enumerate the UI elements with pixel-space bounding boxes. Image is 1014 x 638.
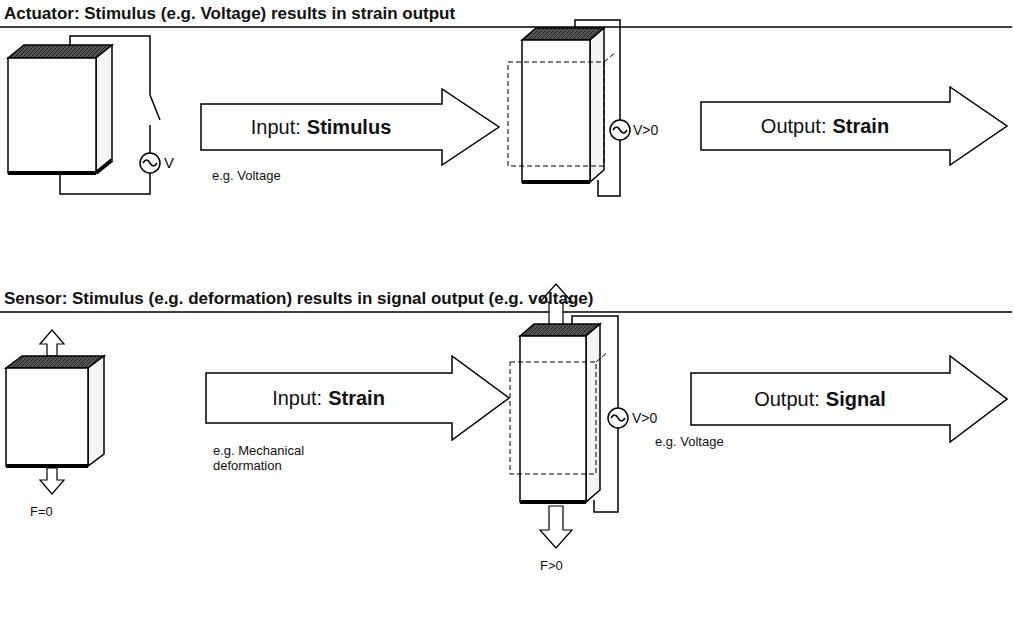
- annotation: V>0: [632, 410, 657, 426]
- arrow-body: Input: Strain: [205, 373, 452, 423]
- circuit-wire: [60, 36, 160, 194]
- piezo-cube-strained: [508, 28, 616, 182]
- annotation: F=0: [30, 504, 53, 519]
- piezo-cube: [6, 356, 104, 466]
- section-heading: Actuator: Stimulus (e.g. Voltage) result…: [4, 4, 455, 24]
- arrow-label: Input:: [272, 387, 322, 409]
- arrow-text: Input: Stimulus: [251, 116, 392, 139]
- annotation: e.g. Voltage: [212, 168, 281, 183]
- circuit-wire: [575, 20, 630, 196]
- piezo-cube: [8, 45, 112, 173]
- block-arrow: Output: Signal: [690, 355, 1008, 443]
- arrow-label: Output:: [754, 388, 820, 410]
- circuit-wire: [572, 316, 628, 512]
- arrow-body: Output: Signal: [690, 373, 950, 425]
- arrow-label: Strain: [832, 115, 889, 137]
- block-arrow: Input: Stimulus: [200, 88, 500, 166]
- annotation: e.g. Voltage: [655, 434, 724, 449]
- arrow-shape: [206, 356, 509, 440]
- arrow-label: Stimulus: [307, 116, 391, 138]
- block-arrow: Output:Strain: [700, 86, 1008, 166]
- piezo-cube-strained: [510, 324, 608, 502]
- arrow-body: Output:Strain: [700, 102, 950, 150]
- arrow-shape: [701, 87, 1007, 165]
- section-rule: [0, 26, 1012, 28]
- section-heading: Sensor: Stimulus (e.g. deformation) resu…: [4, 289, 593, 309]
- arrow-body: Input: Stimulus: [200, 104, 442, 150]
- arrow-label: Output:: [761, 115, 827, 137]
- arrow-text: Input: Strain: [272, 387, 385, 410]
- arrow-label: Signal: [826, 388, 886, 410]
- arrow-label: Strain: [328, 387, 385, 409]
- arrow-label: Input:: [251, 116, 301, 138]
- annotation: F>0: [540, 558, 563, 573]
- annotation: V: [164, 154, 174, 171]
- arrow-text: Output:Strain: [761, 115, 889, 138]
- arrow-text: Output: Signal: [754, 388, 886, 411]
- annotation: e.g. Mechanical deformation: [213, 444, 353, 474]
- section-rule: [0, 311, 1012, 313]
- annotation: V>0: [633, 122, 658, 138]
- arrow-shape: [691, 356, 1007, 442]
- arrow-shape: [201, 89, 499, 165]
- block-arrow: Input: Strain: [205, 355, 510, 441]
